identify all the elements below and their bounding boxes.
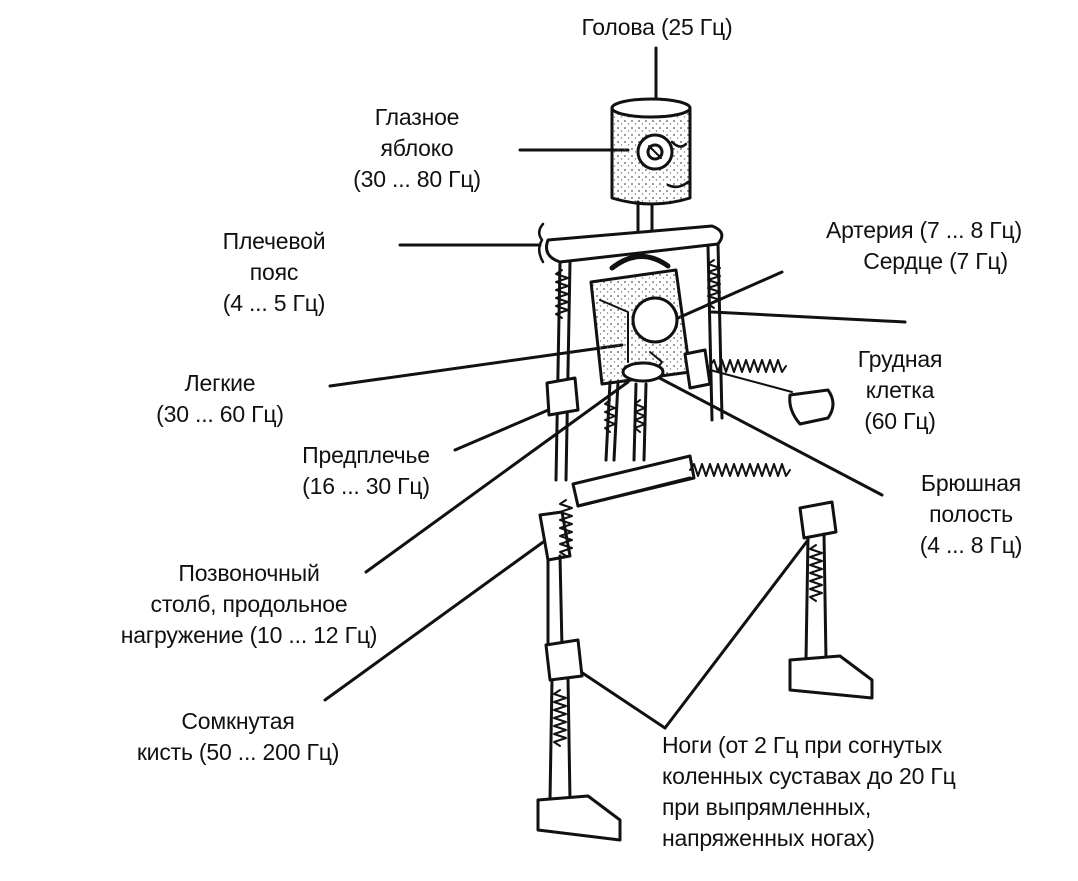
leader-lines: [323, 46, 907, 730]
label-spine: Позвоночный столб, продольное нагружение…: [120, 560, 378, 648]
label-head: Голова (25 Гц): [581, 14, 733, 40]
label-eyeball: Глазное яблоко (30 ... 80 Гц): [353, 104, 481, 192]
legs: [536, 463, 874, 842]
label-shoulder-girdle: Плечевой пояс (4 ... 5 Гц): [222, 228, 326, 316]
arms: [538, 348, 835, 562]
head-icon: [610, 97, 692, 240]
pelvis: [571, 454, 696, 508]
label-abdomen: Брюшная полость (4 ... 8 Гц): [919, 470, 1023, 558]
spine-springs: [555, 259, 721, 433]
label-legs: Ноги (от 2 Гц при согнутых коленных суст…: [662, 732, 956, 851]
label-lungs: Легкие (30 ... 60 Гц): [156, 370, 284, 427]
label-chest: Грудная клетка (60 Гц): [857, 346, 943, 434]
label-forearm: Предплечье (16 ... 30 Гц): [302, 442, 430, 499]
label-artery-heart: Артерия (7 ... 8 Гц) Сердце (7 Гц): [825, 217, 1022, 274]
label-clenched-hand: Сомкнутая кисть (50 ... 200 Гц): [136, 708, 340, 765]
